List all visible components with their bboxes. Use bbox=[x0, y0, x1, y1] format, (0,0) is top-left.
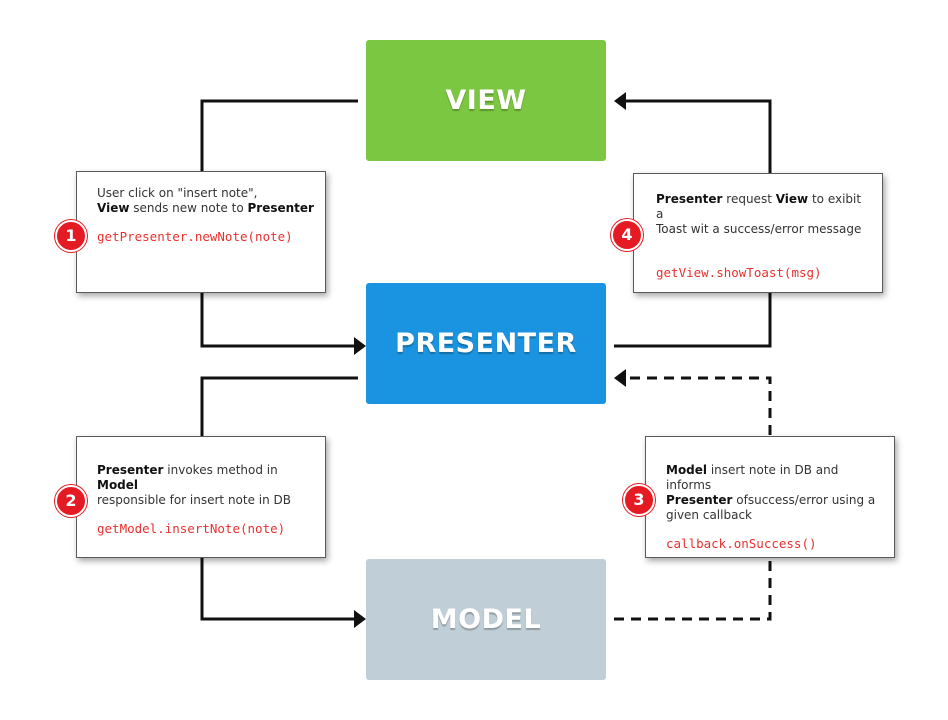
step-3-text-b: ofsuccess/error using a bbox=[732, 493, 876, 507]
step-3-code: callback.onSuccess() bbox=[666, 536, 817, 551]
arrowhead-presenter-left-top bbox=[354, 337, 366, 355]
step-4-note: Presenter request View to exibit a Toast… bbox=[633, 173, 883, 293]
arrowhead-presenter-right-bottom bbox=[614, 369, 626, 387]
step-4-text-b: to exibit a bbox=[656, 192, 862, 221]
step-3-line-1: Model insert note in DB and informs bbox=[666, 463, 886, 493]
step-2-line-1: Presenter invokes method in Model bbox=[97, 463, 315, 493]
step-4-line-1: Presenter request View to exibit a bbox=[656, 192, 872, 222]
arrowhead-model-left bbox=[354, 610, 366, 628]
step-2-bold-model: Model bbox=[97, 478, 139, 492]
arrowhead-view-right bbox=[614, 92, 626, 110]
step-4-bold-view: View bbox=[775, 192, 809, 206]
step-3-line-3: given callback bbox=[666, 508, 752, 522]
model-label: MODEL bbox=[430, 604, 542, 635]
step-3-line-2: Presenter ofsuccess/error using a bbox=[666, 493, 886, 508]
step-3-note: Model insert note in DB and informs Pres… bbox=[645, 436, 895, 558]
step-4-text-a: request bbox=[722, 192, 776, 206]
step-1-badge: 1 bbox=[55, 220, 87, 252]
presenter-label: PRESENTER bbox=[395, 328, 577, 359]
presenter-block: PRESENTER bbox=[366, 283, 606, 404]
step-3-bold-model: Model bbox=[666, 463, 708, 477]
step-2-badge: 2 bbox=[55, 485, 87, 517]
step-4-bold-presenter: Presenter bbox=[656, 192, 723, 206]
model-block: MODEL bbox=[366, 559, 606, 680]
step-3-badge: 3 bbox=[623, 484, 655, 516]
step-1-bold-view: View bbox=[97, 201, 130, 215]
step-1-bold-presenter: Presenter bbox=[247, 201, 314, 215]
step-2-note: Presenter invokes method in Model respon… bbox=[76, 436, 326, 558]
step-4-badge: 4 bbox=[611, 219, 643, 251]
step-1-line-1: User click on "insert note", bbox=[97, 186, 258, 200]
step-2-text: invokes method in bbox=[163, 463, 278, 477]
step-3-text-a: insert note in DB and informs bbox=[666, 463, 839, 492]
step-4-line-2: Toast wit a success/error message bbox=[656, 222, 862, 236]
view-block: VIEW bbox=[366, 40, 606, 161]
step-1-line-2: View sends new note to Presenter bbox=[97, 201, 315, 216]
view-label: VIEW bbox=[445, 85, 527, 116]
step-2-code: getModel.insertNote(note) bbox=[97, 521, 286, 536]
step-1-note: User click on "insert note", View sends … bbox=[76, 171, 326, 293]
step-2-line-2: responsible for insert note in DB bbox=[97, 493, 292, 507]
step-3-bold-presenter: Presenter bbox=[666, 493, 733, 507]
step-4-code: getView.showToast(msg) bbox=[656, 265, 822, 280]
step-1-text: sends new note to bbox=[129, 201, 248, 215]
step-2-bold-presenter: Presenter bbox=[97, 463, 164, 477]
step-1-code: getPresenter.newNote(note) bbox=[97, 229, 293, 244]
